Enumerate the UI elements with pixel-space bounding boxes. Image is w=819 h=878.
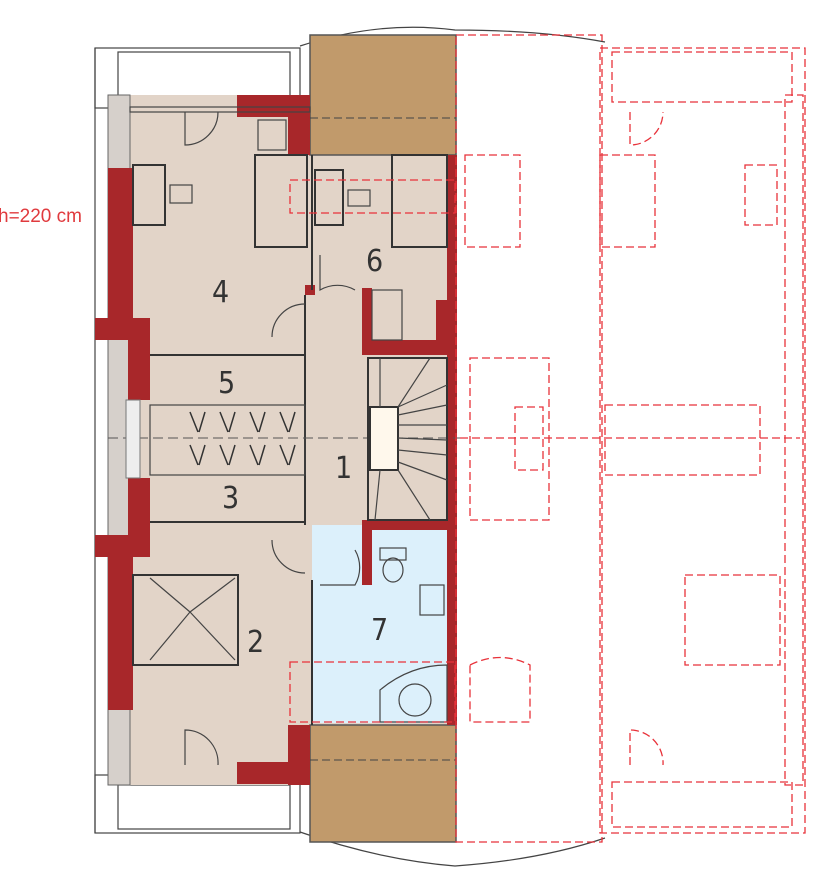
desk xyxy=(132,119,371,226)
roof-outline xyxy=(299,26,606,47)
roof-outline-bottom xyxy=(299,831,606,867)
wardrobe xyxy=(189,411,296,466)
room-number-6: 6 xyxy=(366,244,383,279)
walls xyxy=(95,95,457,785)
interior-lines xyxy=(108,106,460,725)
roof-deck-bottom xyxy=(309,724,457,843)
bed xyxy=(132,154,448,666)
room-number-4: 4 xyxy=(212,275,229,310)
room-number-5: 5 xyxy=(218,366,235,401)
room-number-7: 7 xyxy=(371,613,388,648)
room-number-2: 2 xyxy=(247,625,264,660)
height-label: h=220 cm xyxy=(0,206,82,227)
mirrored-unit-outline xyxy=(289,34,806,843)
roof-deck-top xyxy=(309,34,457,156)
room-number-1: 1 xyxy=(335,451,352,486)
bathroom-fixtures xyxy=(379,547,448,723)
room-number-3: 3 xyxy=(222,481,239,516)
staircase xyxy=(367,289,448,521)
doors xyxy=(184,111,361,766)
